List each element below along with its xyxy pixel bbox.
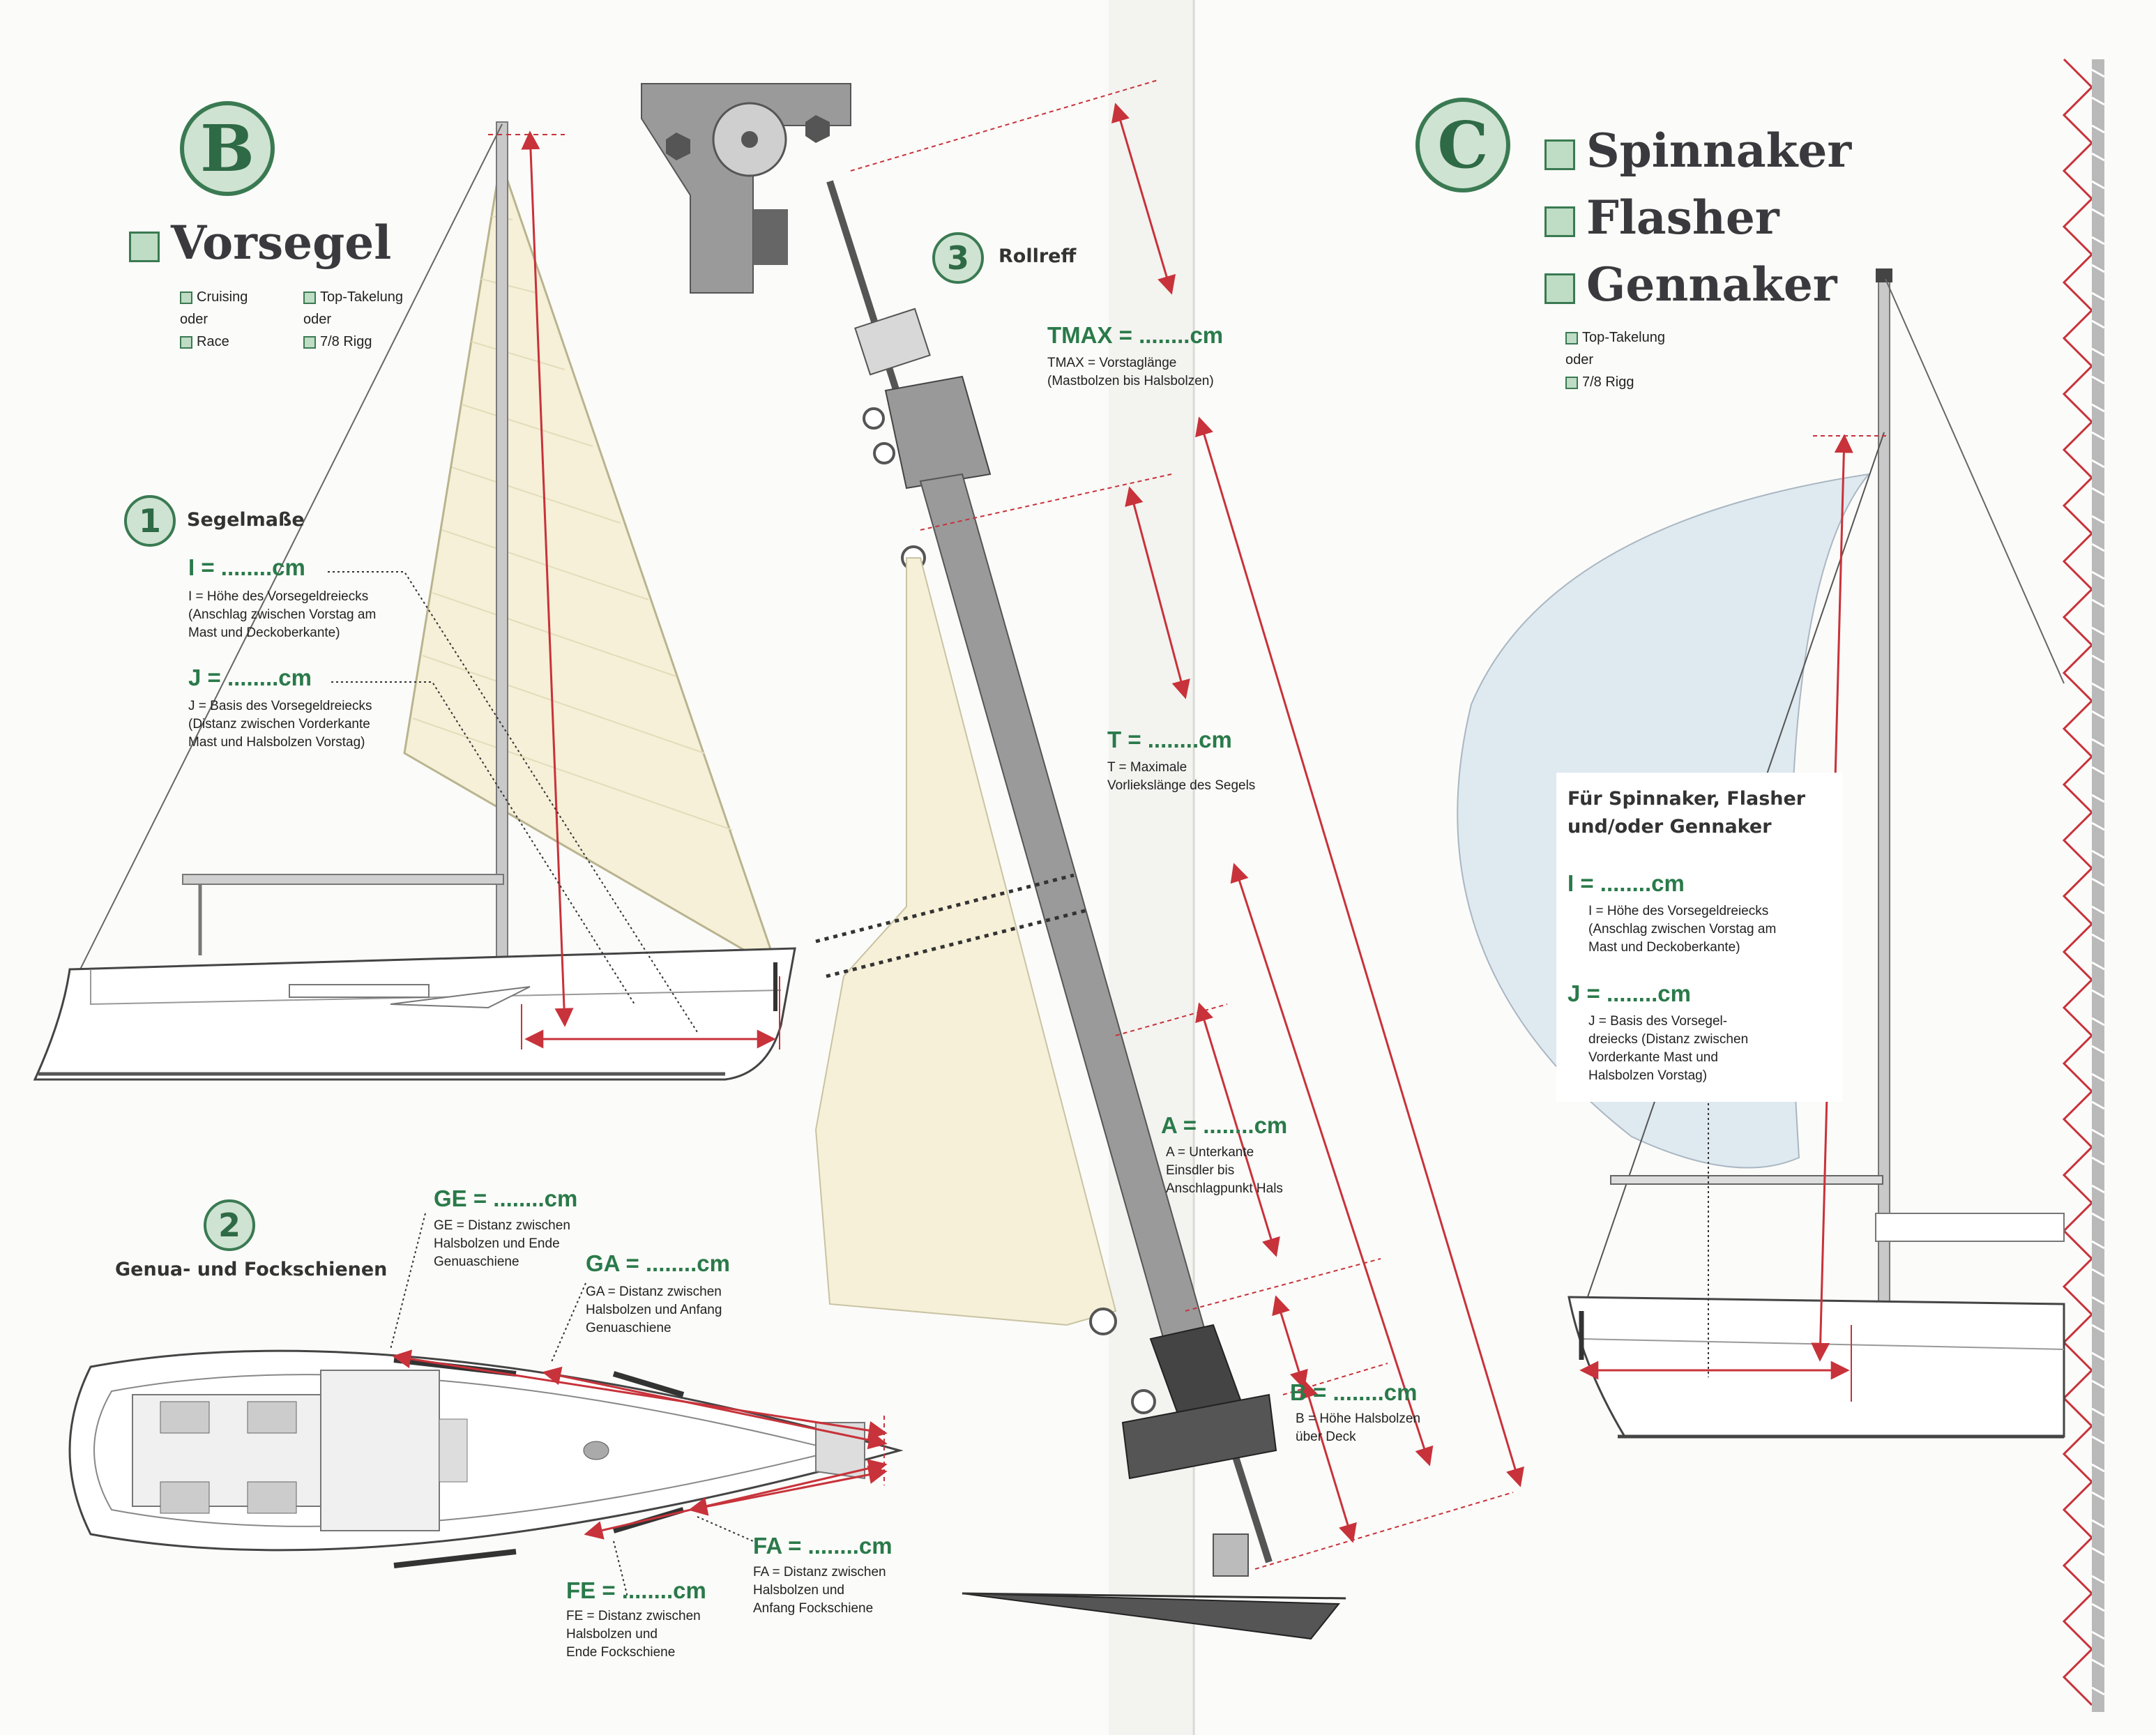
section-b-title: Vorsegel — [171, 215, 392, 270]
c-rigg-78-checkbox[interactable] — [1565, 376, 1578, 389]
c-j-measure-field[interactable]: J = ........cm — [1567, 980, 1692, 1006]
sailboat-b-illustration — [33, 121, 796, 1081]
ge-description: GE = Distanz zwischen Halsbolzen und End… — [434, 1218, 570, 1269]
tmax-measure-field[interactable]: TMAX = ........cm — [1047, 322, 1224, 348]
section-c-options: Top-Takelung oder 7/8 Rigg — [1565, 326, 1665, 393]
section-b-title-row: Vorsegel — [129, 209, 391, 276]
segelmasse-title: Segelmaße — [187, 509, 305, 531]
i-measure-field[interactable]: I = ........cm — [188, 554, 305, 580]
item-flasher: Flasher — [1586, 190, 1779, 245]
schienen-number: 2 — [218, 1206, 241, 1244]
ga-measure-field[interactable]: GA = ........cm — [586, 1250, 730, 1276]
fa-measure-field[interactable]: FA = ........cm — [753, 1533, 893, 1559]
rollreff-number: 3 — [946, 239, 969, 277]
rollreff-title: Rollreff — [999, 245, 1077, 267]
c-option-7-8-rigg: 7/8 Rigg — [1582, 374, 1634, 390]
option-oder: oder — [180, 312, 208, 327]
gennaker-checkbox[interactable] — [1544, 273, 1575, 304]
race-checkbox[interactable] — [180, 335, 192, 349]
flasher-checkbox[interactable] — [1544, 206, 1575, 237]
section-c-items: Spinnaker Flasher Gennaker — [1544, 117, 1851, 318]
option-7-8-rigg: 7/8 Rigg — [320, 334, 372, 349]
c-option-top-takelung: Top-Takelung — [1582, 330, 1665, 345]
spinnaker-info-box: Für Spinnaker, Flasher und/oder Gennaker… — [1556, 773, 1842, 1102]
a-description: A = Unterkante Einsdler bis Anschlagpunk… — [1166, 1145, 1283, 1196]
fe-measure-field[interactable]: FE = ........cm — [566, 1577, 706, 1603]
vorsegel-checkbox[interactable] — [129, 232, 160, 262]
section-b-letter: B — [200, 111, 255, 186]
item-spinnaker: Spinnaker — [1586, 123, 1852, 178]
section-c-letter: C — [1437, 107, 1489, 183]
a-measure-field[interactable]: A = ........cm — [1161, 1112, 1288, 1138]
spinnaker-box-title: Für Spinnaker, Flasher und/oder Gennaker — [1567, 788, 1806, 838]
c-i-measure-field[interactable]: I = ........cm — [1567, 870, 1685, 896]
top-takelung-checkbox[interactable] — [303, 291, 316, 304]
option-race: Race — [197, 334, 229, 349]
tmax-description: TMAX = Vorstaglänge (Mastbolzen bis Hals… — [1047, 356, 1214, 388]
fe-description: FE = Distanz zwischen Halsbolzen und End… — [566, 1609, 701, 1660]
option-oder-2: oder — [303, 312, 332, 327]
rollreff-number-badge: 3 — [932, 232, 984, 284]
c-option-oder: oder — [1565, 352, 1594, 368]
section-b-options-right: Top-Takelung oder 7/8 Rigg — [303, 286, 403, 353]
option-top-takelung: Top-Takelung — [320, 289, 403, 305]
option-cruising: Cruising — [197, 289, 248, 305]
segelmasse-number-badge: 1 — [124, 495, 176, 547]
section-b-options-left: Cruising oder Race — [180, 286, 248, 353]
t-description: T = Maximale Vorliekslänge des Segels — [1107, 760, 1256, 793]
j-measure-field[interactable]: J = ........cm — [188, 665, 312, 690]
section-c-badge: C — [1415, 98, 1510, 192]
ge-measure-field[interactable]: GE = ........cm — [434, 1185, 578, 1211]
t-measure-field[interactable]: T = ........cm — [1107, 727, 1232, 752]
b-measure-field[interactable]: B = ........cm — [1290, 1379, 1418, 1405]
cruising-checkbox[interactable] — [180, 291, 192, 304]
zigzag-border — [2062, 58, 2105, 1712]
c-j-description: J = Basis des Vorsegel- dreiecks (Distan… — [1588, 1014, 1749, 1083]
j-description: J = Basis des Vorsegeldreiecks (Distanz … — [188, 699, 372, 750]
section-b-badge: B — [180, 101, 275, 196]
segelmasse-number: 1 — [138, 502, 161, 540]
roller-furler-illustration — [641, 79, 1524, 1640]
schienen-number-badge: 2 — [204, 1199, 255, 1251]
item-gennaker: Gennaker — [1586, 257, 1837, 312]
b-description: B = Höhe Halsbolzen über Deck — [1296, 1411, 1421, 1444]
rigg-78-checkbox[interactable] — [303, 335, 316, 349]
spinnaker-checkbox[interactable] — [1544, 139, 1575, 170]
deck-plan-illustration — [68, 1213, 904, 1598]
fa-description: FA = Distanz zwischen Halsbolzen und Anf… — [753, 1565, 886, 1616]
ga-description: GA = Distanz zwischen Halsbolzen und Anf… — [586, 1285, 722, 1335]
c-top-takelung-checkbox[interactable] — [1565, 331, 1578, 344]
c-i-description: I = Höhe des Vorsegeldreiecks (Anschlag … — [1588, 904, 1777, 955]
schienen-title: Genua- und Fockschienen — [115, 1259, 388, 1280]
i-description: I = Höhe des Vorsegeldreiecks (Anschlag … — [188, 589, 377, 640]
